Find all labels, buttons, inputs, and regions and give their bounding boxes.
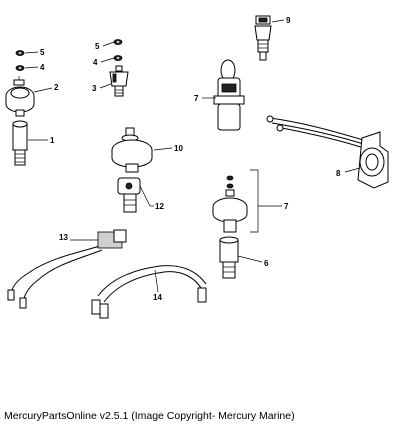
part-5-washer-center [113,39,123,45]
part-10-pressure-sender [111,127,153,173]
callout-6: 6 [264,259,269,268]
part-13-wire-harness [7,229,127,309]
leader-lines [24,19,361,293]
part-5-washer-left [15,50,25,56]
copyright-caption: MercuryPartsOnline v2.5.1 (Image Copyrig… [4,410,295,422]
callout-14: 14 [153,293,162,302]
part-12-elbow-fitting [117,177,151,213]
callout-4-center: 4 [93,58,98,67]
callout-5-left: 5 [40,48,45,57]
part-11-temp-sensor [254,15,272,61]
callout-10: 10 [174,144,183,153]
part-1-fitting [12,120,28,166]
callout-13: 13 [59,233,68,242]
callout-12: 12 [155,202,164,211]
part-9-switch-loop [213,59,245,131]
part-8-harness-bracket [266,115,389,189]
callout-1: 1 [50,136,55,145]
callout-2: 2 [54,83,59,92]
exploded-parts-diagram: 5 4 2 1 5 4 3 9 7 10 8 7 6 12 13 14 [5,15,389,319]
callout-9: 7 [194,94,199,103]
callout-4-left: 4 [40,63,45,72]
callout-5-center: 5 [95,42,100,51]
callout-11: 9 [286,16,291,25]
part-3-small-switch [109,65,129,97]
part-4-nut-center [113,55,123,61]
callout-8: 8 [336,169,341,178]
part-2-round-sender [5,76,35,117]
part-6-adapter-fitting [219,236,239,279]
callout-3: 3 [92,84,97,93]
callout-7: 7 [284,202,289,211]
part-4-nut-left [15,65,25,71]
part-14-wire-harness [91,265,207,319]
part-7-oil-sender [212,169,259,233]
